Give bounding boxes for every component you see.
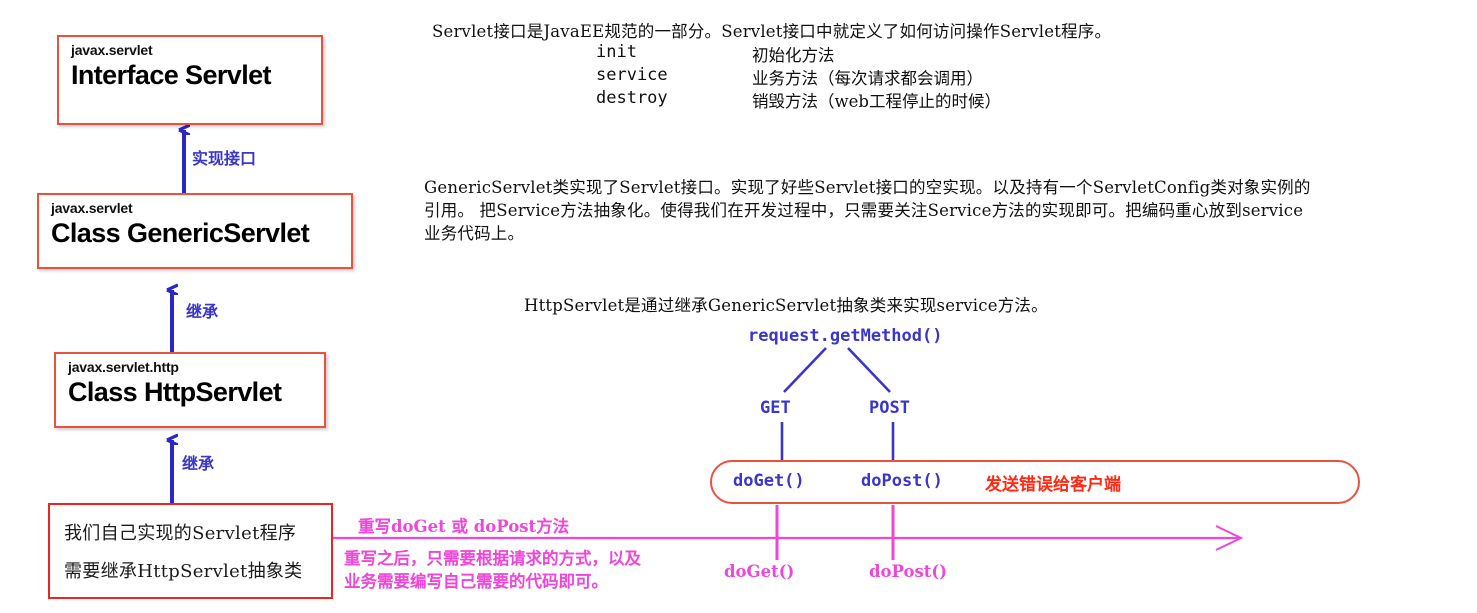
package-label-genericservlet: javax.servlet <box>51 200 133 216</box>
methods-box-error-note: 发送错误给客户端 <box>985 475 1121 495</box>
methods-rounded-box <box>710 460 1360 504</box>
branch-label-post: POST <box>869 398 910 418</box>
methods-box-doget-label: doGet() <box>733 471 805 491</box>
method-desc-destroy: 销毁方法（web工程停止的时候） <box>752 92 1001 111</box>
class-box-servlet: javax.servlet Interface Servlet <box>57 35 323 125</box>
class-name-httpservlet: Class HttpServlet <box>68 377 282 408</box>
method-desc-init: 初始化方法 <box>752 46 835 65</box>
method-name-init: init <box>596 42 637 62</box>
branch-line-get <box>783 347 827 393</box>
genericservlet-note-line-3: 业务代码上。 <box>424 224 525 243</box>
httpservlet-note: HttpServlet是通过继承GenericServlet抽象类来实现serv… <box>524 296 1048 315</box>
method-desc-service: 业务方法（每次请求都会调用） <box>752 69 983 88</box>
arrow-label-extends-http: 继承 <box>182 454 215 473</box>
method-name-service: service <box>596 65 668 85</box>
genericservlet-note-line-2: 引用。 把Service方法抽象化。使得我们在开发过程中，只需要关注Servic… <box>424 201 1304 220</box>
override-label-doget: doGet() <box>724 562 795 581</box>
custom-servlet-line-2: 需要继承HttpServlet抽象类 <box>64 561 303 582</box>
package-label-servlet: javax.servlet <box>71 42 153 58</box>
class-box-httpservlet: javax.servlet.http Class HttpServlet <box>54 352 326 428</box>
methods-box-dopost-label: doPost() <box>861 471 943 491</box>
override-headline: 重写doGet 或 doPost方法 <box>358 517 570 536</box>
override-stems <box>775 505 895 560</box>
class-name-servlet: Interface Servlet <box>71 60 272 91</box>
branch-line-post <box>847 347 891 393</box>
genericservlet-note-line-1: GenericServlet类实现了Servlet接口。实现了好些Servlet… <box>424 178 1311 197</box>
override-label-dopost: doPost() <box>869 562 948 581</box>
inheritance-arrows <box>172 130 184 503</box>
custom-servlet-line-1: 我们自己实现的Servlet程序 <box>64 523 297 544</box>
package-label-httpservlet: javax.servlet.http <box>68 359 179 375</box>
arrow-label-extends-generic: 继承 <box>186 302 219 321</box>
branch-label-get: GET <box>760 398 791 418</box>
override-detail-line-2: 业务需要编写自己需要的代码即可。 <box>344 572 608 591</box>
class-box-genericservlet: javax.servlet Class GenericServlet <box>37 193 353 269</box>
method-name-destroy: destroy <box>596 88 668 108</box>
custom-servlet-box: 我们自己实现的Servlet程序 需要继承HttpServlet抽象类 <box>48 503 333 599</box>
request-getmethod-label: request.getMethod() <box>748 326 943 346</box>
override-detail-line-1: 重写之后，只需要根据请求的方式，以及 <box>344 549 641 568</box>
servlet-interface-intro: Servlet接口是JavaEE规范的一部分。Servlet接口中就定义了如何访… <box>432 22 1112 41</box>
arrow-label-implements: 实现接口 <box>192 149 257 168</box>
class-name-genericservlet: Class GenericServlet <box>51 218 310 249</box>
